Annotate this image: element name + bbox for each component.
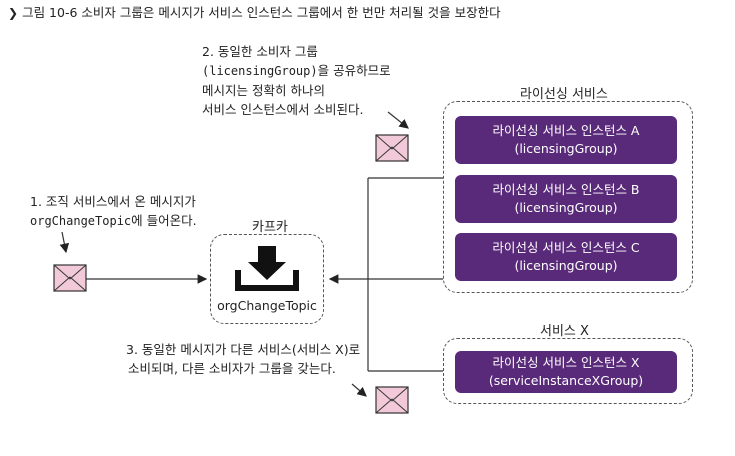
annotation-1-line1: 1. 조직 서비스에서 온 메시지가: [30, 194, 196, 209]
instance-c-name: 라이선싱 서비스 인스턴스 C: [492, 240, 640, 255]
licensing-instance-a: 라이선싱 서비스 인스턴스 A (licensingGroup): [455, 116, 677, 164]
annotation-1: 1. 조직 서비스에서 온 메시지가 orgChangeTopic에 들어온다.: [30, 192, 197, 231]
annotation-2-line1: 2. 동일한 소비자 그룹: [202, 44, 318, 59]
annotation-2-line2: (licensingGroup)을 공유하므로: [202, 61, 391, 81]
annotation-2: 2. 동일한 소비자 그룹 (licensingGroup)을 공유하므로 메시…: [202, 42, 391, 119]
annotation-1-pointer: [59, 231, 70, 254]
annotation-2-code: (licensingGroup): [202, 64, 318, 78]
instance-x-name: 라이선싱 서비스 인스턴스 X: [492, 355, 640, 370]
figure-title-text: 그림 10-6 소비자 그룹은 메시지가 서비스 인스턴스 그룹에서 한 번만 …: [22, 5, 501, 20]
instance-b-name: 라이선싱 서비스 인스턴스 B: [492, 182, 640, 197]
instance-a-name: 라이선싱 서비스 인스턴스 A: [492, 123, 640, 138]
service-x-group: [443, 338, 693, 404]
annotation-3-pointer: [351, 383, 367, 397]
envelope-icon: [375, 134, 409, 162]
kafka-label: 카프카: [252, 220, 288, 235]
service-x-instance: 라이선싱 서비스 인스턴스 X (serviceInstanceXGroup): [455, 351, 677, 393]
chevron-down-icon: ❯: [8, 6, 19, 20]
figure-title: ❯그림 10-6 소비자 그룹은 메시지가 서비스 인스턴스 그룹에서 한 번만…: [8, 2, 501, 21]
download-tray-icon: [235, 246, 299, 291]
annotation-1-line2-text: 에 들어온다.: [131, 213, 197, 228]
licensing-service-group: [443, 101, 693, 293]
annotation-3-line2: 소비되며, 다른 소비자가 그룹을 갖는다.: [128, 361, 336, 376]
annotation-2-line3: 메시지는 정확히 하나의: [202, 83, 325, 98]
instance-b-group: (licensingGroup): [514, 200, 618, 215]
instance-x-group: (serviceInstanceXGroup): [488, 373, 644, 388]
envelope-icon: [53, 264, 87, 292]
annotation-2-line2-text: 을 공유하므로: [317, 63, 391, 78]
annotation-1-line2: orgChangeTopic에 들어온다.: [30, 211, 197, 231]
down-arrow-shape: [248, 246, 286, 280]
licensing-service-label: 라이선싱 서비스: [520, 87, 608, 102]
annotation-3: 3. 동일한 메시지가 다른 서비스(서비스 X)로 소비되며, 다른 소비자가…: [126, 340, 360, 378]
annotation-2-line4: 서비스 인스턴스에서 소비된다.: [202, 102, 364, 117]
instance-c-group: (licensingGroup): [514, 258, 618, 273]
kafka-topic-label: orgChangeTopic: [217, 298, 317, 313]
kafka-box: [210, 234, 324, 324]
annotation-2-pointer: [387, 111, 409, 129]
instance-a-group: (licensingGroup): [514, 141, 618, 156]
annotation-1-code: orgChangeTopic: [30, 214, 132, 228]
envelope-icon: [375, 386, 409, 414]
service-x-label: 서비스 X: [540, 324, 589, 339]
annotation-3-line1: 3. 동일한 메시지가 다른 서비스(서비스 X)로: [126, 342, 361, 357]
tray-shape: [235, 270, 299, 291]
licensing-instance-b: 라이선싱 서비스 인스턴스 B (licensingGroup): [455, 175, 677, 223]
licensing-instance-c: 라이선싱 서비스 인스턴스 C (licensingGroup): [455, 233, 677, 281]
